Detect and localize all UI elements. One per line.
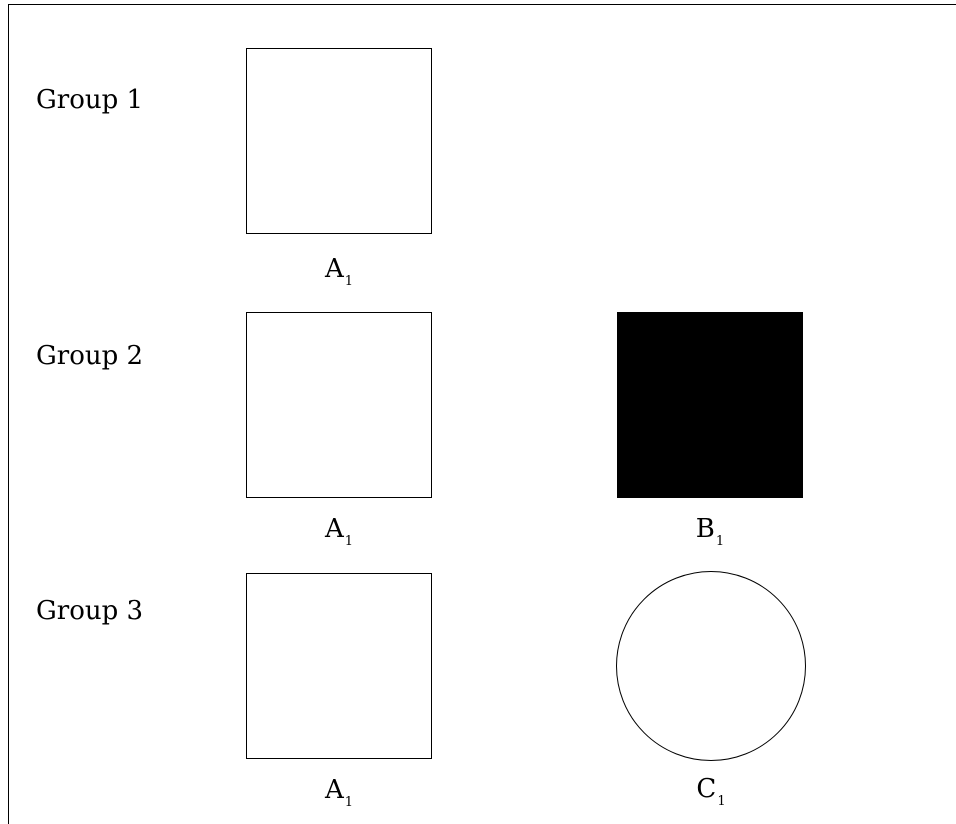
group-2-square-a1 (246, 312, 432, 498)
caption-letter: B (695, 514, 715, 544)
caption-subscript: 1 (344, 534, 354, 549)
caption-subscript: 1 (344, 795, 354, 810)
group-2-label: Group 2 (36, 341, 144, 371)
caption-letter: A (324, 514, 344, 544)
diagram-frame (8, 4, 956, 824)
group-3-label: Group 3 (36, 596, 144, 626)
group-2-caption-b1: B1 (617, 514, 803, 557)
caption-letter: A (324, 775, 344, 805)
group-2-caption-a1: A1 (246, 514, 432, 557)
group-3-square-a1 (246, 573, 432, 759)
group-3-caption-a1: A1 (246, 775, 432, 818)
group-3-caption-c1: C1 (618, 774, 804, 817)
caption-subscript: 1 (344, 274, 354, 289)
group-1-square-a1 (246, 48, 432, 234)
group-1-label: Group 1 (36, 85, 144, 115)
group-2-square-b1 (617, 312, 803, 498)
group-1-caption-a1: A1 (246, 254, 432, 297)
caption-subscript: 1 (717, 794, 726, 809)
caption-letter: C (696, 774, 717, 804)
caption-letter: A (324, 254, 344, 284)
group-3-circle-c1 (616, 571, 806, 761)
caption-subscript: 1 (715, 534, 725, 549)
